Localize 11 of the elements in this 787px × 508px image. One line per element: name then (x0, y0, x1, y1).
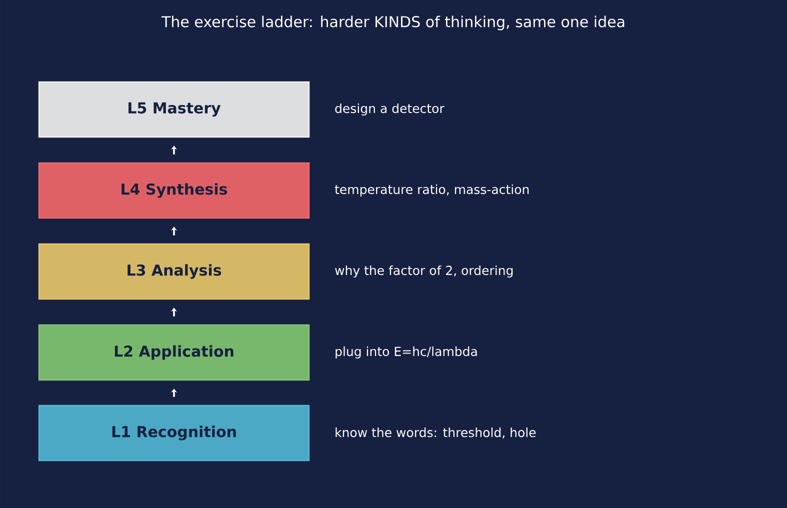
level-box: L2 Application (38, 324, 310, 381)
description-text: plug into E=hc/lambda (336, 346, 477, 359)
description-text: why the factor of 2, ordering (335, 265, 513, 278)
description-text: temperature ratio, mass-action (334, 184, 529, 197)
description-text: know the words: threshold, hole (336, 428, 536, 438)
level-box: L5 Mastery (38, 81, 310, 138)
level-box: L1 Recognition (38, 404, 310, 462)
description-text: design a detector (335, 103, 444, 116)
level-box: L4 Synthesis (38, 162, 310, 219)
title: The exercise ladder: harder KINDS of thinking, same one idea (161, 16, 624, 30)
level-box: L3 Analysis (38, 243, 310, 300)
